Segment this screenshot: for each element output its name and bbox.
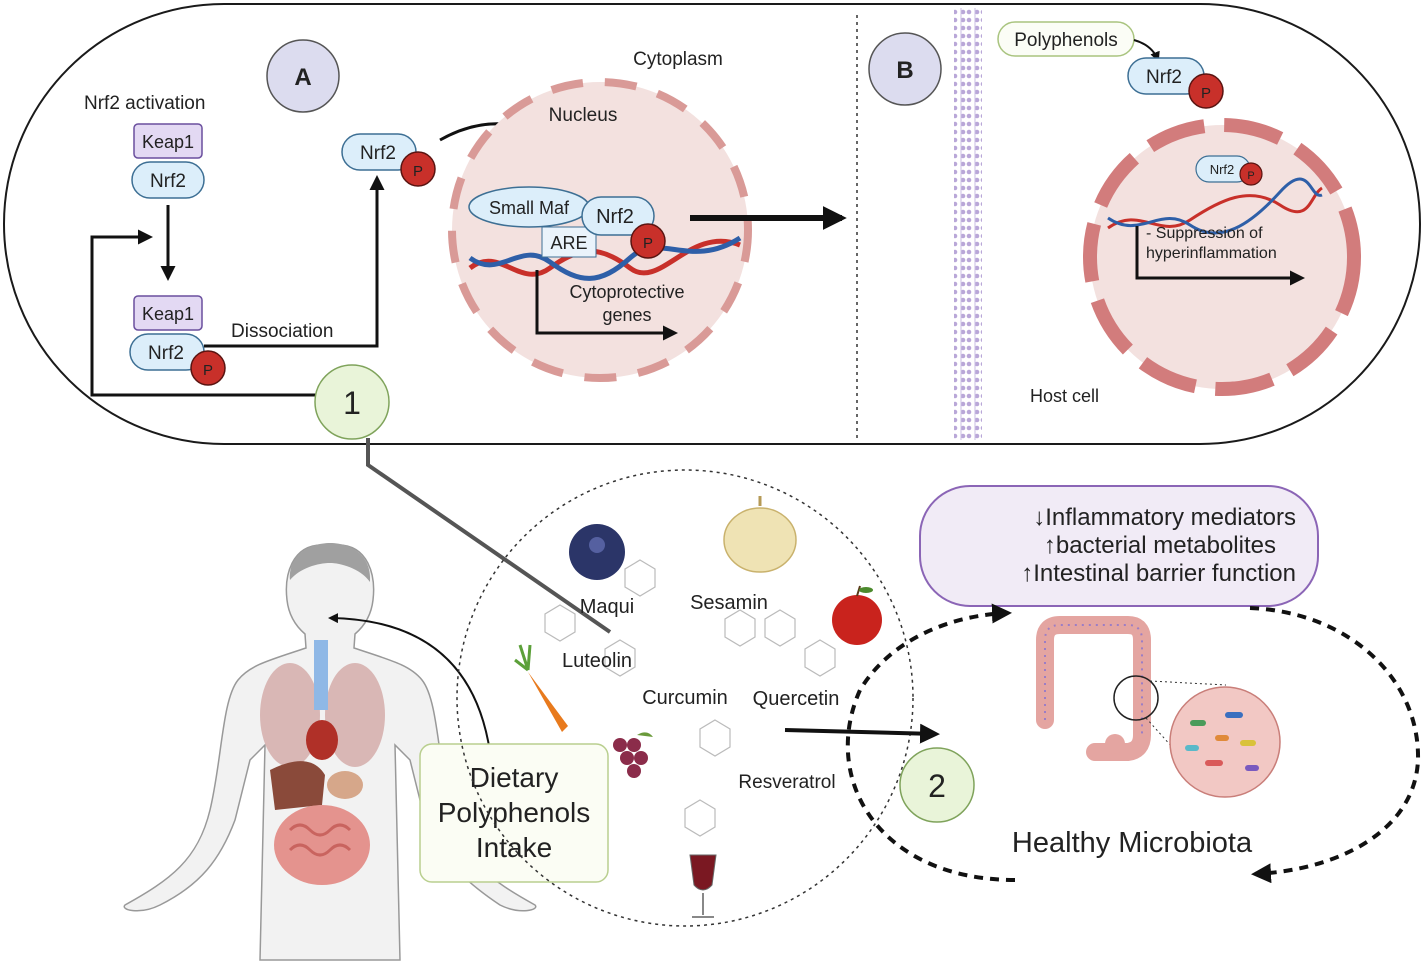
- panel-a-heading: Nrf2 activation: [84, 93, 205, 114]
- step-1-connector: [366, 438, 612, 634]
- compound-quercetin: Quercetin: [753, 688, 840, 710]
- svg-text:1: 1: [343, 385, 361, 421]
- svg-text:A: A: [294, 64, 311, 91]
- svg-text:Small Maf: Small Maf: [489, 198, 570, 218]
- svg-text:↑bacterial metabolites: ↑bacterial metabolites: [1044, 532, 1276, 559]
- pool-to-microbiota-arrow: [784, 723, 940, 744]
- svg-text:P: P: [643, 235, 653, 252]
- host-cell-label: Host cell: [1030, 386, 1099, 406]
- gene-expression-arrow: [535, 270, 678, 341]
- colon-zoom-ring: [1113, 675, 1159, 721]
- carrot-icon: [514, 644, 568, 732]
- svg-text:↑Intestinal barrier function: ↑Intestinal barrier function: [1021, 560, 1296, 587]
- step-1-badge: 1: [314, 364, 390, 440]
- wine-glass-icon: [689, 854, 717, 918]
- keap1-nrf2-phospho-complex: Keap1 Nrf2 P: [129, 295, 226, 386]
- panel-a-badge: A: [266, 39, 340, 113]
- healthy-microbiota-label: Healthy Microbiota: [1012, 827, 1253, 859]
- keap1-nrf2-complex: Keap1 Nrf2: [131, 123, 205, 199]
- svg-text:Keap1: Keap1: [142, 132, 194, 152]
- svg-text:Nrf2: Nrf2: [150, 171, 186, 192]
- svg-text:Nrf2: Nrf2: [596, 206, 634, 228]
- blueberry-icon: [569, 524, 625, 580]
- polyphenols-label: Polyphenols: [997, 21, 1135, 57]
- svg-text:P: P: [1201, 85, 1211, 102]
- cytoprotective-genes-label-2: genes: [602, 305, 651, 325]
- svg-text:Nrf2: Nrf2: [1210, 162, 1235, 177]
- svg-text:Nrf2: Nrf2: [148, 343, 184, 364]
- svg-text:P: P: [1247, 170, 1254, 182]
- svg-text:Keap1: Keap1: [142, 304, 194, 324]
- small-maf: Small Maf: [468, 186, 590, 228]
- compound-sesamin: Sesamin: [690, 592, 768, 614]
- svg-text:2: 2: [928, 768, 946, 804]
- cycle-arrow-right: [1249, 606, 1421, 884]
- human-body-illustration: [123, 543, 537, 961]
- nrf2-phospho-b: Nrf2 P: [1127, 57, 1224, 109]
- onion-icon: [723, 496, 797, 573]
- are-element: ARE: [541, 226, 597, 258]
- svg-text:Nrf2: Nrf2: [1146, 67, 1182, 88]
- polyphenol-pool: [456, 469, 914, 927]
- suppression-arrow: [1135, 226, 1305, 286]
- svg-text:P: P: [203, 362, 213, 379]
- dna-helix-b: [1107, 177, 1323, 235]
- svg-text:Polyphenols: Polyphenols: [438, 797, 591, 828]
- apple-icon: [832, 585, 882, 645]
- svg-text:Polyphenols: Polyphenols: [1014, 30, 1118, 51]
- microbiota-zoom: [1169, 686, 1281, 798]
- suppression-label-1: - Suppression of: [1146, 225, 1263, 242]
- colon-illustration: [1036, 616, 1151, 761]
- effects-box: ↓Inflammatory mediators ↑bacterial metab…: [919, 485, 1319, 607]
- cycle-arrow-left: [845, 603, 1016, 882]
- cytoplasm-label: Cytoplasm: [633, 49, 723, 70]
- chemical-structures: [544, 559, 836, 837]
- nrf2-bound-b: Nrf2 P: [1195, 155, 1263, 186]
- svg-text:Intake: Intake: [476, 832, 552, 863]
- nucleus-b: [1083, 118, 1361, 396]
- dissociation-label: Dissociation: [231, 321, 333, 342]
- cell-membrane: [954, 8, 982, 440]
- feedback-loop-arrow: [90, 229, 318, 397]
- cytoprotective-genes-label-1: Cytoprotective: [569, 282, 684, 302]
- compound-resveratrol: Resveratrol: [738, 772, 835, 793]
- svg-text:B: B: [896, 57, 913, 84]
- svg-text:P: P: [413, 163, 423, 180]
- panel-b-badge: B: [868, 32, 942, 106]
- nrf2-bound: Nrf2 P: [581, 196, 666, 259]
- suppression-label-2: hyperinflammation: [1146, 245, 1277, 262]
- svg-text:Dietary: Dietary: [470, 762, 559, 793]
- step-2-badge: 2: [899, 747, 975, 823]
- compound-luteolin: Luteolin: [562, 650, 632, 672]
- svg-text:ARE: ARE: [550, 233, 587, 253]
- dietary-intake-box: Dietary Polyphenols Intake: [419, 743, 609, 883]
- grapes-icon: [613, 732, 653, 778]
- compound-maqui: Maqui: [580, 596, 634, 618]
- intake-to-mouth-arrow: [328, 613, 491, 753]
- dissociation-arrow: [204, 175, 385, 348]
- compound-curcumin: Curcumin: [642, 687, 728, 709]
- nucleus-label: Nucleus: [549, 105, 618, 126]
- svg-text:↓Inflammatory mediators: ↓Inflammatory mediators: [1033, 504, 1296, 531]
- svg-text:Nrf2: Nrf2: [360, 143, 396, 164]
- nrf2-phospho-free: Nrf2 P: [341, 133, 436, 187]
